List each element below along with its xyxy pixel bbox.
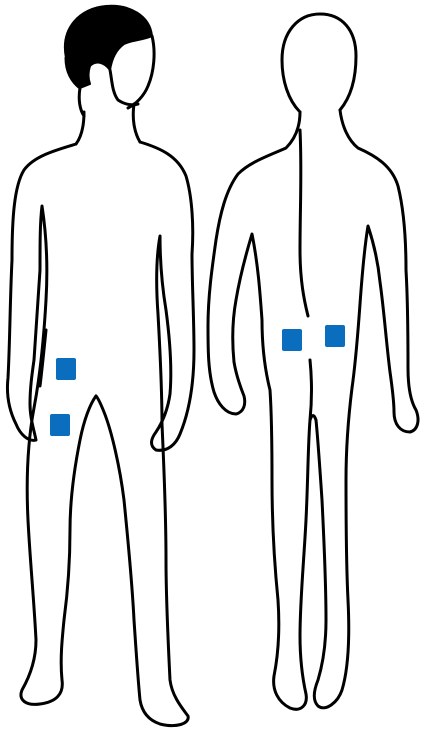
front-hair bbox=[65, 6, 152, 88]
right-lower-back-marker bbox=[325, 325, 345, 347]
upper-thigh-marker bbox=[56, 358, 76, 380]
back-body-right bbox=[310, 110, 418, 708]
front-figure bbox=[7, 6, 194, 726]
front-body-right bbox=[96, 142, 194, 726]
back-head bbox=[282, 14, 356, 112]
markers bbox=[50, 325, 345, 436]
lower-thigh-marker bbox=[50, 414, 70, 436]
left-lower-back-marker bbox=[282, 329, 302, 351]
back-body-left bbox=[208, 112, 310, 709]
back-spine bbox=[300, 130, 308, 316]
back-seat-line bbox=[310, 360, 312, 420]
back-figure bbox=[208, 14, 418, 709]
front-neck bbox=[76, 104, 140, 144]
